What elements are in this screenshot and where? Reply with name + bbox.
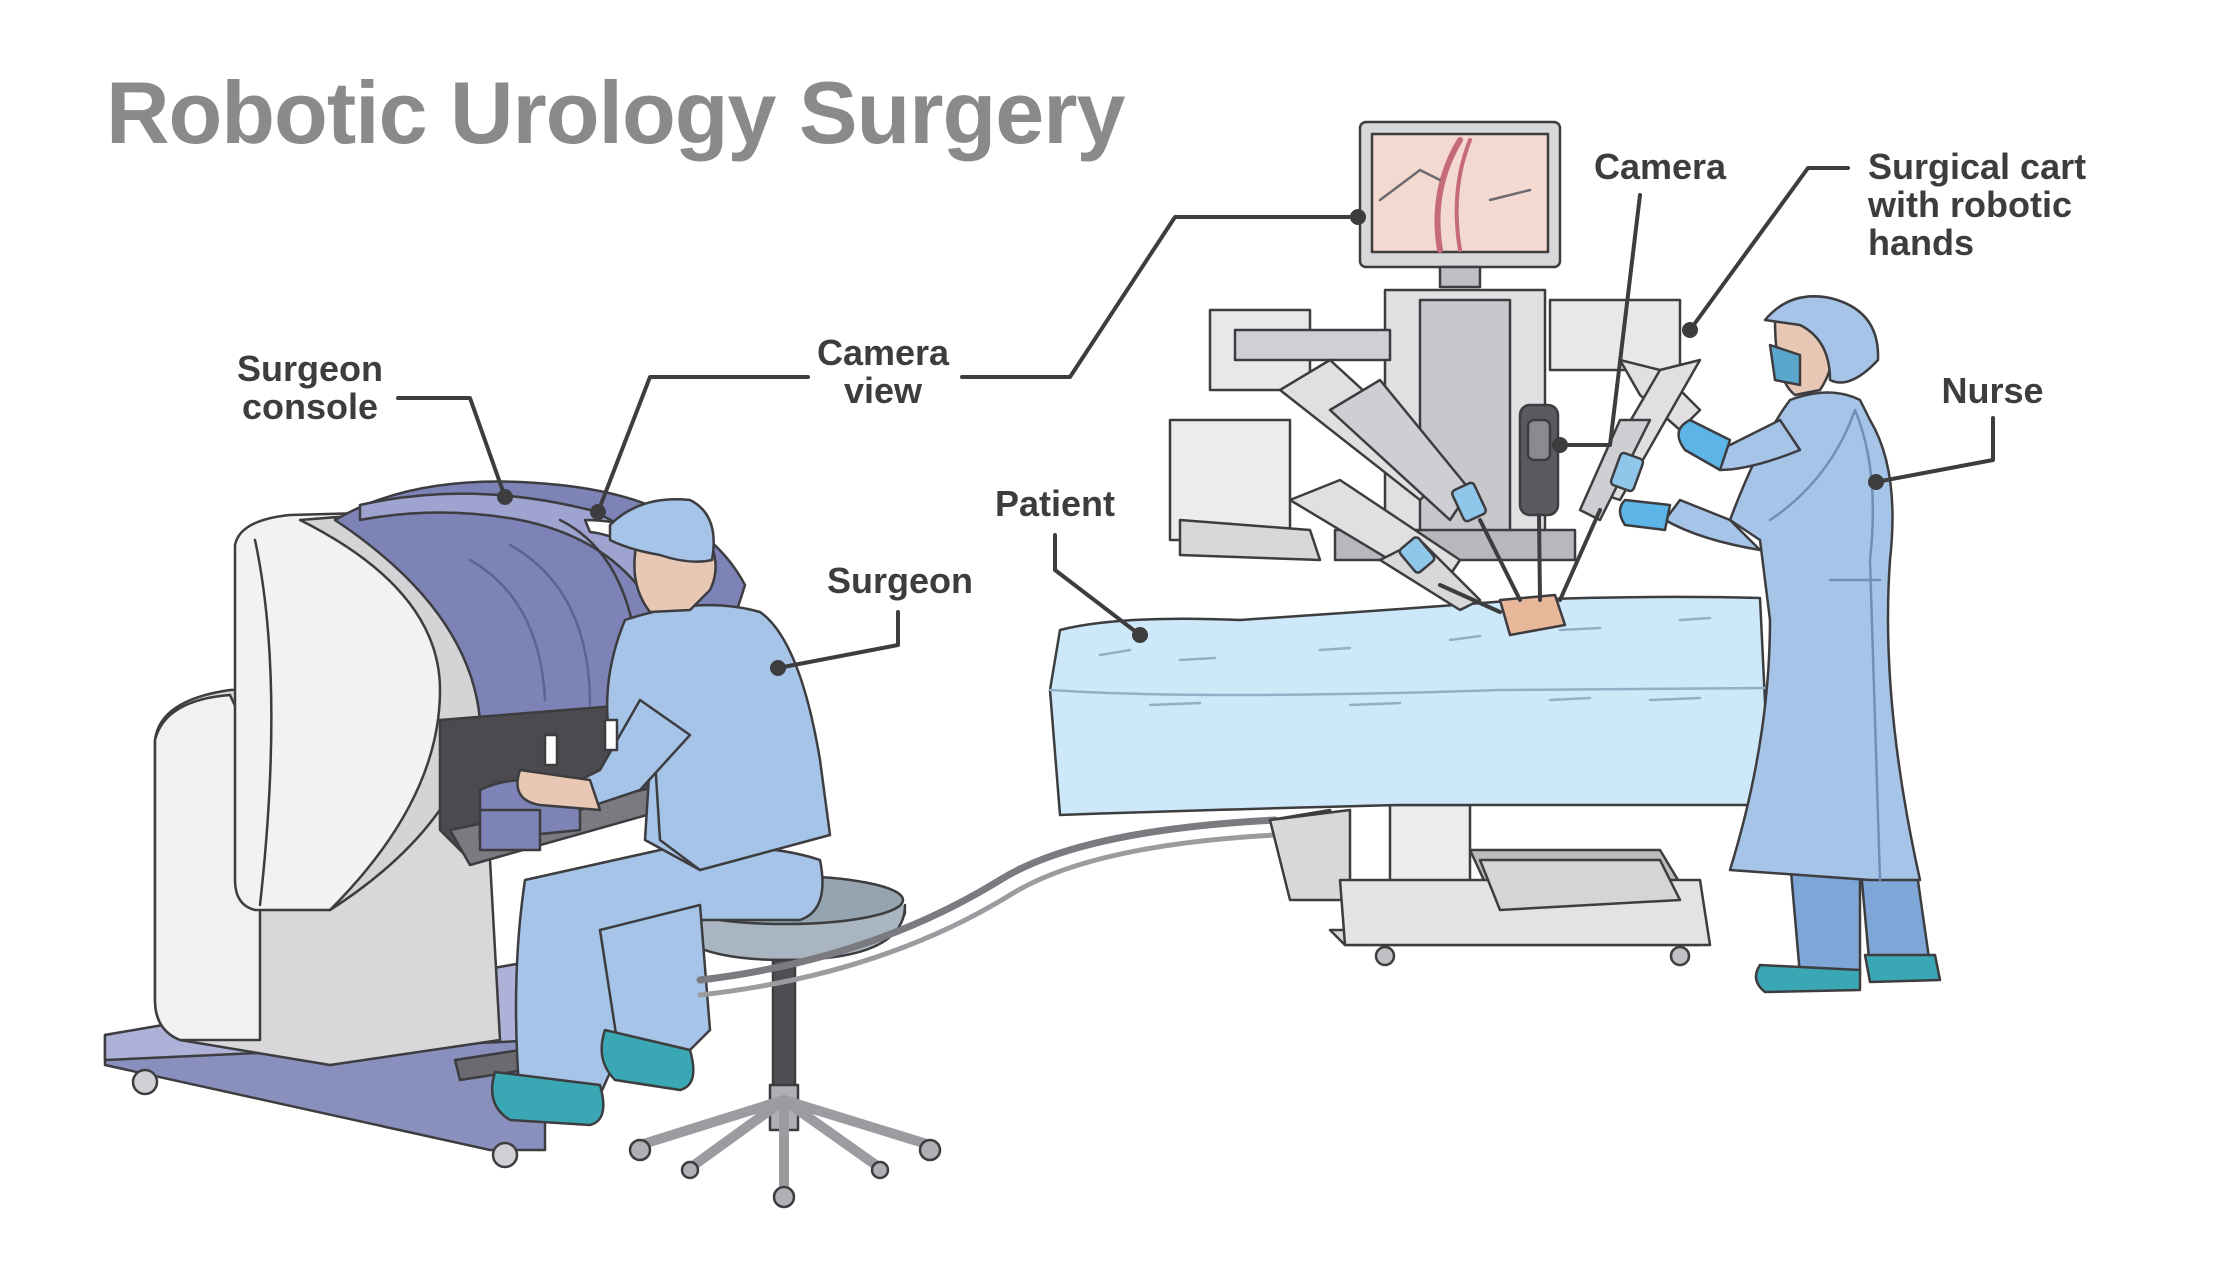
label-surgeon: Surgeon: [826, 560, 973, 601]
leader-lines: [396, 166, 1995, 676]
label-camera-view: Camera view: [816, 332, 950, 411]
label-surgeon-console: Surgeon console: [236, 348, 383, 427]
operating-table: [1048, 593, 1772, 967]
nurse-figure: [1618, 295, 1942, 994]
surgeon-console: [103, 480, 747, 1169]
page-title: Robotic Urology Surgery: [106, 63, 1125, 162]
label-nurse: Nurse: [1941, 370, 2044, 411]
label-surgical-cart: Surgical cart with robotic hands: [1868, 146, 2087, 263]
label-camera: Camera: [1593, 146, 1727, 187]
label-patient: Patient: [994, 483, 1116, 524]
surgical-cart: [1168, 120, 1702, 614]
